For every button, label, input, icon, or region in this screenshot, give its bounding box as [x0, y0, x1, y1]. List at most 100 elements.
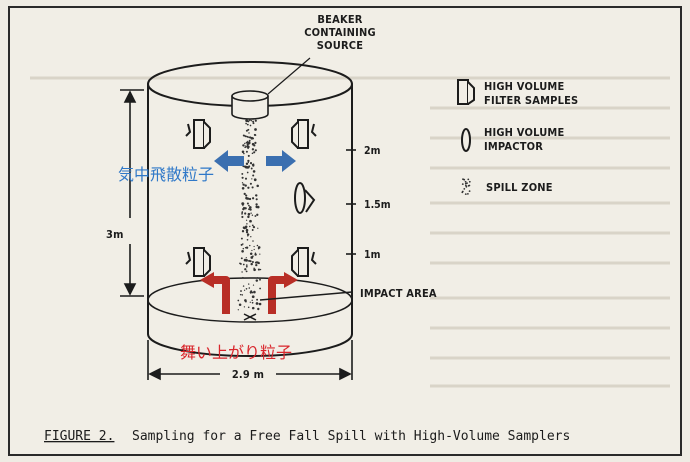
filter-sampler-lower-left-icon	[185, 247, 211, 277]
spill-particle	[245, 119, 249, 123]
spill-particle	[242, 204, 244, 207]
spill-particle	[246, 223, 248, 225]
legend-filter-line2: FILTER SAMPLES	[484, 94, 578, 107]
spill-particle	[254, 119, 257, 122]
spill-particle	[251, 186, 254, 189]
spill-particle	[252, 120, 255, 123]
spill-particle	[244, 207, 247, 210]
spill-particle	[248, 119, 251, 121]
spill-particle	[242, 226, 246, 229]
spill-particle	[255, 206, 258, 209]
spill-particle	[243, 306, 246, 308]
spill-particle	[245, 257, 247, 259]
spill-particle	[245, 194, 248, 197]
spill-particle	[246, 162, 249, 165]
spill-particle	[246, 143, 249, 146]
spill-particle	[244, 225, 248, 228]
spill-particle	[254, 128, 257, 131]
height-dimension	[120, 89, 144, 297]
cylinder-chamber	[147, 61, 353, 357]
spill-particle	[247, 215, 250, 219]
spill-particle	[244, 184, 247, 187]
spill-particle	[243, 192, 246, 196]
width-dimension	[147, 340, 353, 381]
spill-particle	[242, 144, 245, 147]
spill-particle	[249, 292, 252, 294]
spill-particle	[251, 152, 254, 155]
spill-particle	[247, 159, 250, 163]
legend-spill-particle	[464, 182, 467, 185]
spill-particle	[256, 184, 259, 188]
spill-stream	[237, 119, 262, 311]
spill-particle	[242, 183, 245, 186]
spill-particle	[245, 129, 248, 132]
spill-particle	[251, 249, 253, 252]
width-label: 2.9 m	[232, 368, 264, 381]
spill-particle	[256, 298, 259, 301]
spill-particle	[246, 197, 250, 200]
spill-particle	[257, 268, 260, 271]
spill-particle	[246, 233, 250, 236]
spill-particle	[249, 136, 251, 139]
spill-particle	[251, 178, 253, 180]
spill-particle	[245, 265, 248, 268]
spill-particle	[244, 165, 246, 167]
spill-particle	[245, 219, 248, 221]
spill-particle	[256, 244, 259, 247]
legend-filter-line1: HIGH VOLUME	[484, 80, 564, 93]
spill-particle	[237, 309, 239, 311]
spill-particle	[245, 227, 247, 229]
spill-particle	[252, 170, 256, 173]
spill-particle	[248, 204, 250, 207]
legend-spill-particle	[461, 191, 464, 194]
spill-particle	[252, 174, 255, 177]
spill-particle	[241, 182, 244, 184]
spill-particle	[250, 212, 252, 214]
spill-particle	[247, 235, 249, 237]
spill-particle	[253, 245, 255, 248]
spill-particle	[251, 291, 254, 294]
spill-particle	[247, 147, 249, 150]
spill-particle	[241, 294, 244, 296]
spill-particle	[256, 277, 259, 279]
resuspended-arrowheads	[200, 272, 298, 288]
impact-area-label: IMPACT AREA	[360, 287, 437, 300]
spill-particle	[255, 279, 259, 282]
diagram: BEAKER CONTAINING SOURCE 3m 2m 1.5m 1m I…	[30, 13, 670, 444]
spill-particle	[242, 263, 245, 266]
legend-spill-particle	[468, 180, 471, 183]
spill-particle	[240, 243, 243, 246]
spill-particle	[253, 248, 255, 251]
spill-particle	[241, 271, 243, 273]
legend-spill-particle	[463, 188, 466, 190]
spill-particle	[251, 214, 254, 216]
spill-particle	[250, 290, 253, 293]
spill-particle	[241, 187, 245, 190]
spill-particle	[246, 145, 249, 148]
spill-particle	[253, 151, 256, 154]
spill-particle	[244, 177, 248, 180]
spill-particle	[251, 197, 255, 200]
spill-particle	[241, 150, 245, 154]
impact-leader	[259, 291, 353, 301]
spill-particle	[245, 228, 249, 232]
spill-particle	[259, 253, 261, 255]
spill-particle	[249, 225, 251, 228]
spill-particle	[253, 307, 255, 309]
spill-particle	[253, 290, 256, 294]
spill-particle	[242, 243, 244, 245]
spill-particle	[241, 250, 244, 253]
spill-particle	[250, 167, 253, 170]
spill-particle	[251, 260, 254, 264]
spill-particle	[254, 134, 257, 136]
spill-particle	[240, 290, 242, 292]
spill-particle	[257, 227, 259, 229]
beaker-label-line1: BEAKER	[317, 13, 362, 26]
spill-particle	[253, 178, 257, 182]
tick-label-1m: 1m	[364, 249, 381, 261]
filter-sampler-upper-right-icon	[291, 119, 317, 149]
spill-particle	[242, 276, 244, 279]
spill-particle	[245, 150, 248, 153]
spill-particle	[244, 299, 247, 302]
spill-particle	[250, 262, 253, 266]
